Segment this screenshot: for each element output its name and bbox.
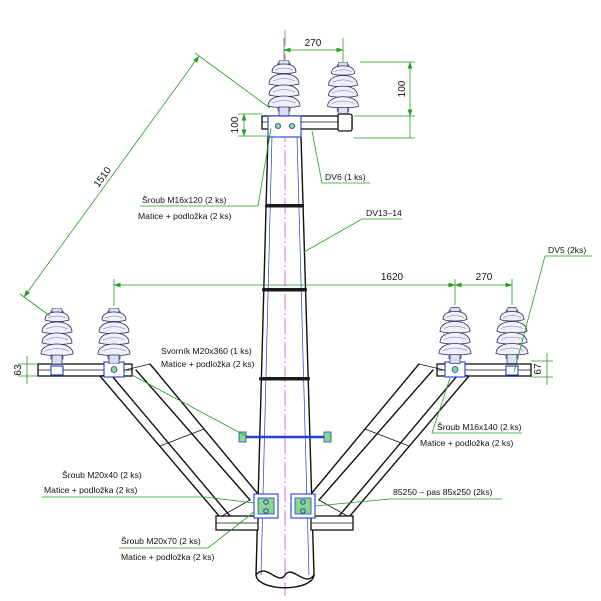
dim-top-spacing-value: 270	[305, 38, 322, 49]
bracket-beam	[99, 363, 259, 518]
leader-screw-m16x120	[140, 127, 272, 207]
label-screw-m20x70: Šroub M20x70 (2 ks)	[121, 536, 201, 546]
label-screw-m16x140-nuts: Matice + podložka (2 ks)	[420, 438, 514, 448]
label-screw-m16x140: Šroub M16x140 (2 ks)	[437, 422, 522, 432]
label-band-85250: 85250 – pas 85x250 (2ks)	[393, 487, 493, 497]
pole-band-middle	[262, 288, 307, 292]
lower-right-outer-insulator	[495, 307, 529, 364]
label-bolt-m20x360: Svorník M20x360 (1 ks)	[161, 346, 252, 356]
top-right-insulator	[327, 62, 359, 116]
dim-top-height-extensions	[354, 61, 415, 139]
pole-break-section	[255, 574, 315, 589]
pole-clamp-left-plate	[257, 497, 275, 515]
pole-break-line	[255, 570, 315, 580]
dim-top-height-value: 100	[397, 80, 408, 97]
lower-left-inner-insulator	[97, 308, 131, 364]
label-screw-m20x40: Šroub M20x40 (2 ks)	[62, 470, 142, 480]
leader-dv6	[311, 130, 370, 184]
lower-right-inner-insulator	[438, 307, 472, 364]
dim-diagonal-extensions	[19, 52, 271, 317]
insulator-base-nut	[50, 365, 64, 376]
dim-right-plate-value: 67	[533, 363, 544, 375]
leader-dv13-14	[303, 218, 402, 253]
pole-top-clamp	[267, 115, 302, 138]
label-screw-m16x120: Šroub M16x120 (2 ks)	[142, 195, 227, 205]
dim-left-plate-extensions	[18, 363, 38, 377]
through-bolt-nut-right	[323, 431, 332, 443]
dim-lower-span-value: 1620	[381, 272, 404, 283]
through-bolt-nut-left	[238, 431, 247, 443]
leader-bolt-m20x360	[131, 374, 247, 437]
label-screw-m20x70-nuts: Matice + podložka (2 ks)	[121, 552, 215, 562]
label-bolt-m20x360-nuts: Matice + podložka (2 ks)	[161, 359, 255, 369]
pole-top-bolt-right	[288, 123, 295, 130]
dim-left-plate-value: 63	[13, 364, 24, 376]
pole-band-lower	[259, 377, 310, 381]
label-dv5: DV5 (2ks)	[548, 245, 586, 255]
label-dv13-14: DV13–14	[366, 208, 402, 218]
top-crossarm-end-cap	[337, 113, 353, 132]
pole-clamp-right-bolt-upper	[300, 499, 306, 505]
top-left-insulator	[267, 60, 301, 116]
lower-left-outer-insulator	[40, 308, 74, 364]
dim-right-plate-extensions	[531, 360, 553, 378]
dim-crossarm-height-value: 100	[230, 116, 241, 133]
label-dv6: DV6 (1 ks)	[325, 172, 366, 182]
label-screw-m16x120-nuts: Matice + podložka (2 ks)	[138, 211, 232, 221]
dim-lower-span-extensions	[113, 279, 513, 306]
pole-clamp-right-plate	[294, 497, 312, 515]
pole-clamp-left-bolt-lower	[263, 508, 269, 514]
leader-screw-m20x70	[119, 511, 255, 549]
left-crossarm-bracket	[37, 361, 259, 531]
plate-bolt	[110, 366, 118, 373]
dim-diagonal-line	[23, 55, 200, 298]
pole-clamp-right-bolt-lower	[300, 508, 306, 514]
label-screw-m20x40-nuts: Matice + podložka (2 ks)	[44, 485, 138, 495]
pole-top-bolt-left	[274, 123, 281, 130]
dim-lower-spacing-value: 270	[476, 272, 493, 283]
leader-screw-m16x140	[431, 377, 522, 434]
leader-band-85250	[314, 498, 502, 507]
pole-clamp-left-bolt-upper	[263, 499, 269, 505]
pole-band-upper	[265, 204, 304, 208]
leader-dv5	[513, 255, 592, 373]
leader-screw-m20x40	[42, 496, 255, 504]
